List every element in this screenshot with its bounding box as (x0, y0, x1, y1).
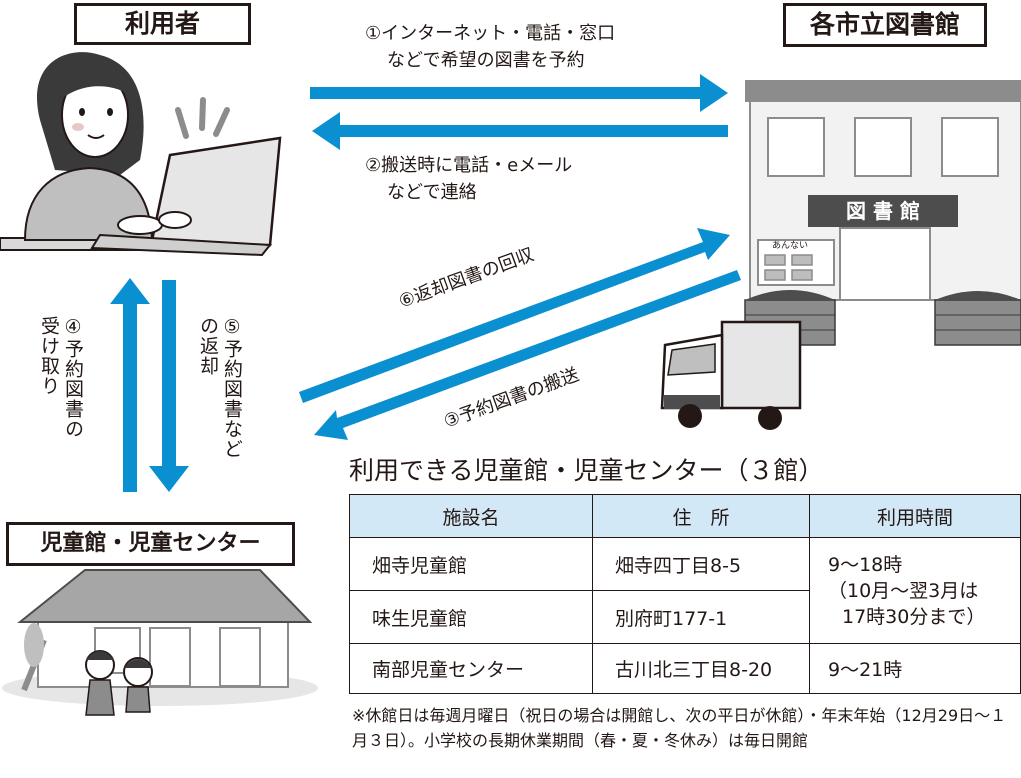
flow-2-line1: ②搬送時に電話・eメール (365, 155, 573, 176)
flow-arrows (110, 74, 741, 492)
flow-5-line2: の返却 (197, 316, 219, 376)
facility-address: 畑寺四丁目8-5 (592, 537, 810, 591)
flow-4-line1: ④予約図書の (62, 316, 84, 439)
hours-line1: 9～18時 (828, 553, 903, 576)
flow-1-line2: などで希望の図書を予約 (387, 50, 585, 71)
flow-4-line2: 受け取り (38, 316, 60, 396)
library-illustration (744, 80, 1021, 346)
facility-name: 南部児童センター (349, 643, 593, 694)
truck-illustration (660, 320, 802, 430)
facility-hours: 9～21時 (809, 643, 1021, 694)
arrow-receive (110, 278, 150, 492)
header-hours: 利用時間 (809, 494, 1021, 538)
table-row: 畑寺児童館 畑寺四丁目8-5 9～18時 （10月～翌3月は 17時30分まで） (349, 537, 1021, 644)
facility-address: 古川北三丁目8-20 (592, 643, 810, 694)
arrow-reserve (310, 74, 728, 112)
childrens-center-label: 児童館・児童センター (6, 522, 295, 566)
facility-address: 別府町177-1 (592, 590, 810, 644)
hours-line2: （10月～翌3月は (828, 579, 979, 602)
flow-4-text: ④予約図書の 受け取り (37, 316, 85, 476)
arrow-contact (312, 112, 728, 150)
annai-sign: あんない (772, 241, 809, 251)
childrens-center-illustration (2, 569, 318, 716)
table-title: 利用できる児童館・児童センター（３館） (349, 456, 824, 485)
facility-name: 畑寺児童館 (349, 537, 593, 591)
table-header-row: 施設名 住 所 利用時間 (349, 494, 1021, 538)
user-illustration (0, 52, 282, 257)
flow-2-line2: などで連絡 (387, 182, 477, 203)
user-label: 利用者 (74, 3, 251, 45)
flow-2-text: ②搬送時に電話・eメール などで連絡 (365, 152, 572, 206)
facility-name: 味生児童館 (349, 590, 593, 644)
facility-table: 施設名 住 所 利用時間 畑寺児童館 畑寺四丁目8-5 9～18時 （10月～翌… (349, 494, 1021, 694)
library-sign: 図 書 館 (846, 199, 920, 223)
closing-note: ※休館日は毎週月曜日（祝日の場合は開館し、次の平日が休館）・年末年始（12月29… (352, 706, 1007, 750)
hours-line3: 17時30分まで） (842, 605, 986, 628)
arrow-deliver (314, 270, 741, 440)
header-address: 住 所 (592, 494, 810, 538)
flow-1-line1: ①インターネット・電話・窓口 (365, 23, 616, 44)
arrow-return (149, 280, 189, 492)
flow-5-line1: ⑤予約図書など (221, 316, 243, 459)
flow-5-text: ⑤予約図書など の返却 (196, 316, 244, 496)
flow-1-text: ①インターネット・電話・窓口 などで希望の図書を予約 (365, 20, 615, 74)
header-name: 施設名 (349, 494, 593, 538)
table-row: 南部児童センター 古川北三丁目8-20 9～21時 (349, 643, 1021, 694)
library-label: 各市立図書館 (783, 3, 987, 47)
facility-hours-shared: 9～18時 （10月～翌3月は 17時30分まで） (809, 537, 1021, 644)
arrow-collect (299, 228, 730, 403)
